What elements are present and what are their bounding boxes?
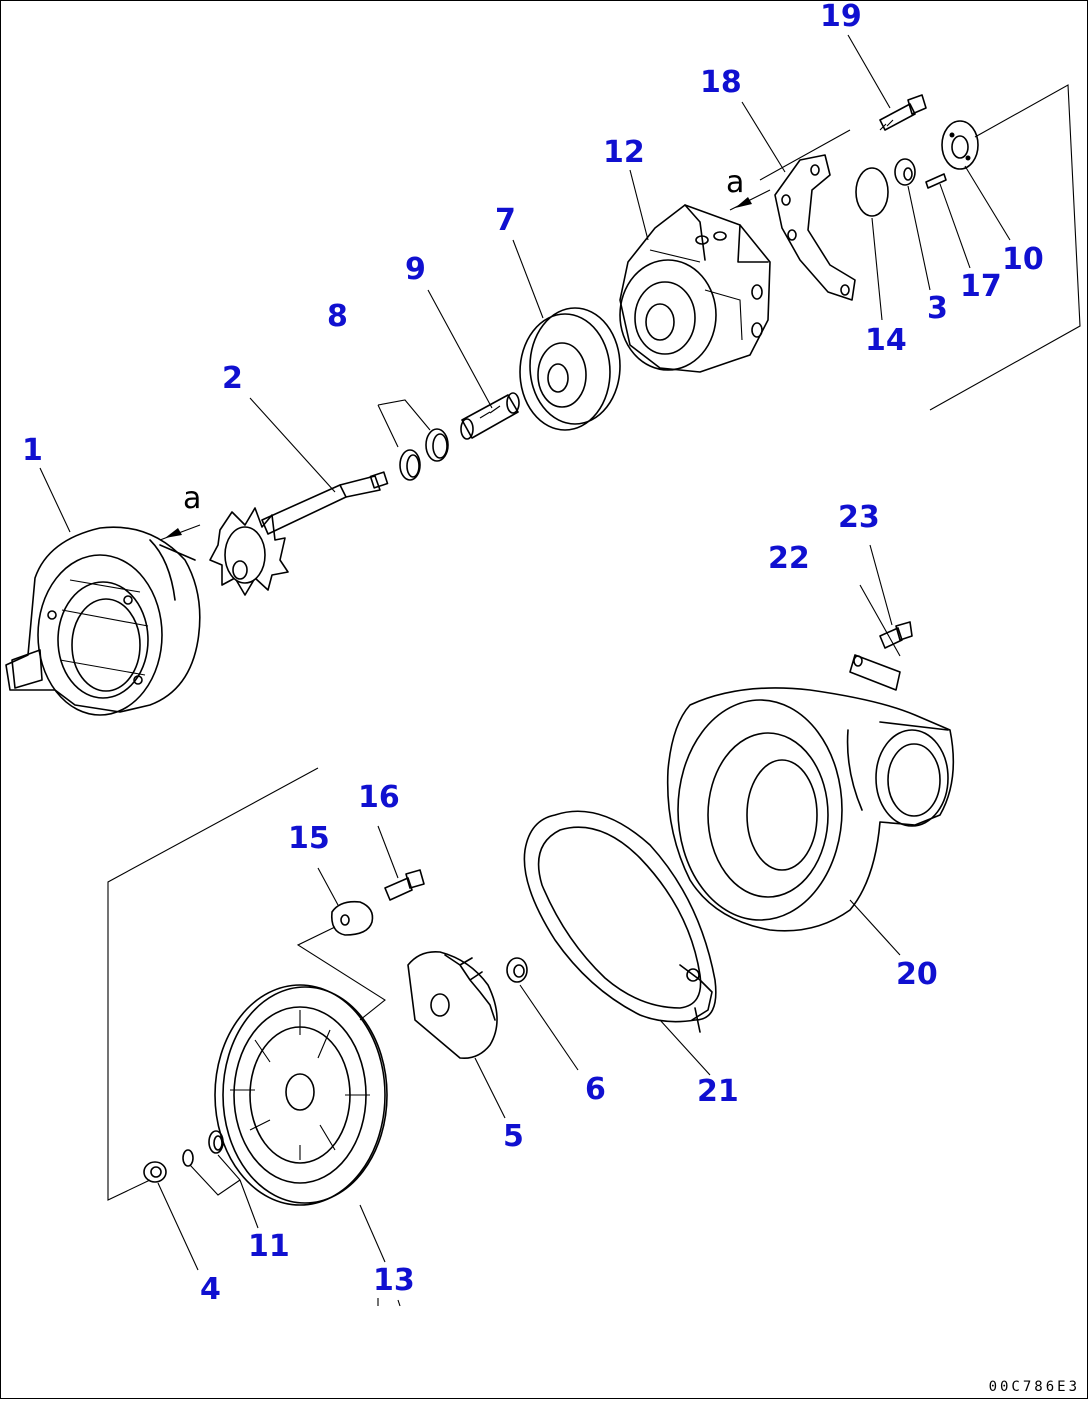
part-2-turbine-shaft: [209, 471, 389, 596]
part-6-nut: [506, 957, 528, 983]
part-20-turbine-housing: [666, 687, 955, 932]
callout-7: 7: [495, 203, 516, 238]
ref-arrow-lower: [159, 524, 201, 541]
callout-11: 11: [248, 1229, 290, 1264]
callout-12: 12: [603, 135, 645, 170]
leader-lines-upper: [39, 34, 1011, 533]
part-1-center-housing: [5, 526, 201, 716]
callout-18: 18: [700, 65, 742, 100]
part-21-clamp: [523, 810, 717, 1033]
leader-lines-lower: [157, 544, 901, 1307]
part-14-gasket: [855, 167, 889, 217]
part-19-bolt: [879, 94, 927, 131]
ref-mark-a-lower: a: [183, 481, 201, 516]
callout-20: 20: [896, 957, 938, 992]
part-22-plate: [849, 654, 901, 691]
part-4-nut: [143, 1161, 167, 1183]
callout-15: 15: [288, 821, 330, 856]
part-15-plate: [330, 900, 374, 936]
group-line-lower: [107, 767, 319, 1201]
part-3-nut: [894, 158, 916, 186]
part-12-housing: [619, 204, 771, 373]
group-line-15: [296, 926, 386, 1021]
part-18-bracket: [774, 154, 856, 301]
part-5-compressor-wheel: [407, 950, 498, 1060]
part-11-washers: [182, 1130, 224, 1167]
drawing-reference-code: 00C786E3: [988, 1379, 1080, 1395]
callout-1: 1: [22, 433, 43, 468]
group-line-upper: [929, 84, 1081, 411]
callout-6: 6: [585, 1072, 606, 1107]
callout-13: 13: [373, 1263, 415, 1298]
callout-21: 21: [697, 1074, 739, 1109]
ref-mark-a-upper: a: [726, 165, 744, 200]
part-9-sleeve: [460, 392, 520, 440]
callout-22: 22: [768, 541, 810, 576]
part-8-rings: [377, 399, 449, 481]
callout-16: 16: [358, 780, 400, 815]
part-7-seal-plate: [519, 307, 621, 431]
part-16-bolt: [384, 869, 425, 901]
callout-10: 10: [1002, 242, 1044, 277]
callout-4: 4: [200, 1272, 221, 1307]
callout-9: 9: [405, 252, 426, 287]
callout-3: 3: [927, 291, 948, 326]
callout-19: 19: [820, 0, 862, 34]
part-17-pin: [925, 173, 947, 189]
ref-arrow-upper: [729, 189, 771, 211]
callout-2: 2: [222, 361, 243, 396]
callout-23: 23: [838, 500, 880, 535]
callout-14: 14: [865, 323, 907, 358]
callout-17: 17: [960, 269, 1002, 304]
callout-5: 5: [503, 1119, 524, 1154]
part-10-plate: [941, 120, 979, 170]
part-23-bolt: [879, 621, 913, 649]
part-13-backplate: [214, 984, 388, 1206]
callout-8: 8: [327, 299, 348, 334]
